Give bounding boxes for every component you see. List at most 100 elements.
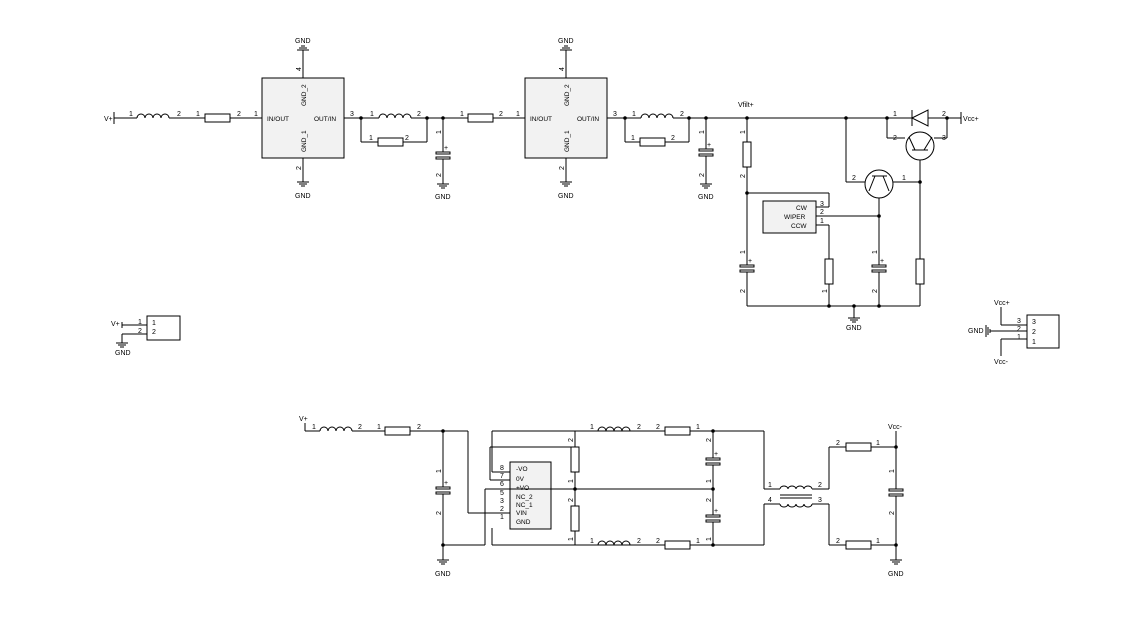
svg-text:1: 1	[500, 514, 504, 521]
inductor-l6	[597, 540, 631, 546]
dcdc-module	[509, 461, 552, 530]
svg-text:2: 2	[656, 424, 660, 431]
resistor-r2	[377, 137, 404, 147]
svg-text:7: 7	[500, 473, 504, 480]
capacitor-c5	[435, 486, 451, 490]
potentiometer	[762, 200, 817, 234]
svg-text:+: +	[444, 480, 448, 487]
svg-text:2: 2	[568, 498, 575, 502]
svg-text:1: 1	[1017, 334, 1021, 341]
svg-text:1: 1	[370, 111, 374, 118]
resistor-r8	[384, 426, 411, 436]
gnd-symbol	[560, 45, 572, 51]
svg-text:1: 1	[740, 130, 747, 134]
inductor-l1	[136, 113, 170, 119]
svg-text:GND_1: GND_1	[564, 130, 571, 152]
svg-text:1: 1	[138, 319, 142, 326]
transistor-q1	[864, 169, 894, 199]
svg-text:GND: GND	[558, 38, 574, 45]
svg-text:2: 2	[818, 482, 822, 489]
svg-text:V+: V+	[299, 416, 308, 423]
gnd-symbol	[297, 45, 309, 51]
svg-text:IN/OUT: IN/OUT	[530, 116, 552, 123]
svg-text:2: 2	[852, 175, 856, 182]
svg-text:3: 3	[1032, 319, 1036, 326]
svg-text:GND: GND	[435, 571, 451, 578]
capacitor-c7	[705, 514, 721, 518]
dcdc-section: V+ 1 2 1 2 + 1 2 GND -VO 0V	[299, 416, 904, 578]
resistor-r3	[467, 113, 494, 123]
capacitor-c2	[698, 148, 714, 152]
svg-text:CW: CW	[796, 205, 808, 212]
gnd-symbol	[890, 559, 902, 565]
svg-text:NC_2: NC_2	[516, 494, 533, 501]
svg-text:+: +	[714, 508, 718, 515]
svg-text:CCW: CCW	[791, 223, 807, 230]
emi-filter-block-1	[261, 77, 345, 159]
svg-text:1: 1	[706, 537, 713, 541]
svg-text:OUT/IN: OUT/IN	[577, 116, 599, 123]
resistor-r7	[915, 258, 925, 285]
svg-text:2: 2	[436, 173, 443, 177]
svg-text:1: 1	[889, 469, 896, 473]
resistor-r1	[204, 113, 231, 123]
svg-text:Vcc-: Vcc-	[888, 424, 903, 431]
svg-text:1: 1	[516, 111, 520, 118]
resistor-r9	[570, 446, 580, 473]
svg-text:1: 1	[568, 479, 575, 483]
svg-text:2: 2	[942, 111, 946, 118]
svg-text:2: 2	[237, 111, 241, 118]
gnd-symbol	[116, 342, 128, 348]
diode-d1	[910, 109, 929, 127]
svg-text:2: 2	[417, 424, 421, 431]
svg-text:1: 1	[377, 424, 381, 431]
inductor-l5	[597, 426, 631, 432]
svg-text:2: 2	[358, 424, 362, 431]
svg-text:V+: V+	[111, 321, 120, 328]
svg-text:-VO: -VO	[516, 466, 528, 473]
capacitor-c8	[888, 488, 904, 492]
svg-text:1: 1	[893, 111, 897, 118]
svg-text:3: 3	[350, 111, 354, 118]
svg-text:4: 4	[559, 67, 566, 71]
svg-text:2: 2	[893, 135, 897, 142]
svg-text:2: 2	[296, 166, 303, 170]
svg-text:1: 1	[152, 320, 156, 327]
gnd-symbol	[437, 183, 449, 189]
svg-text:GND: GND	[846, 325, 862, 332]
net-label-vplus: V+	[104, 116, 113, 123]
transistor-q2	[905, 131, 935, 161]
svg-text:6: 6	[500, 481, 504, 488]
net-label-vccplus: Vcc+	[963, 116, 979, 123]
svg-text:1: 1	[568, 537, 575, 541]
svg-text:NC_1: NC_1	[516, 502, 533, 509]
svg-text:2: 2	[568, 438, 575, 442]
resistor-r6	[824, 258, 834, 285]
svg-text:+: +	[707, 142, 711, 149]
capacitor-c6	[705, 457, 721, 461]
common-mode-choke	[779, 485, 813, 508]
svg-text:1: 1	[312, 424, 316, 431]
svg-text:GND: GND	[888, 571, 904, 578]
svg-text:2: 2	[836, 440, 840, 447]
svg-text:1: 1	[768, 482, 772, 489]
svg-text:1: 1	[631, 135, 635, 142]
svg-text:2: 2	[559, 166, 566, 170]
svg-text:+: +	[880, 258, 884, 265]
svg-text:2: 2	[820, 209, 824, 216]
svg-text:1: 1	[872, 250, 879, 254]
svg-text:1: 1	[369, 135, 373, 142]
svg-text:2: 2	[417, 111, 421, 118]
svg-text:1: 1	[876, 440, 880, 447]
svg-text:3: 3	[818, 497, 822, 504]
svg-text:1: 1	[696, 538, 700, 545]
svg-text:5: 5	[500, 490, 504, 497]
svg-text:GND: GND	[516, 519, 531, 526]
svg-text:2: 2	[872, 289, 879, 293]
svg-text:GND_2: GND_2	[301, 84, 308, 106]
svg-text:2: 2	[699, 173, 706, 177]
inductor-l3	[640, 113, 674, 119]
svg-text:2: 2	[405, 135, 409, 142]
svg-text:2: 2	[680, 111, 684, 118]
